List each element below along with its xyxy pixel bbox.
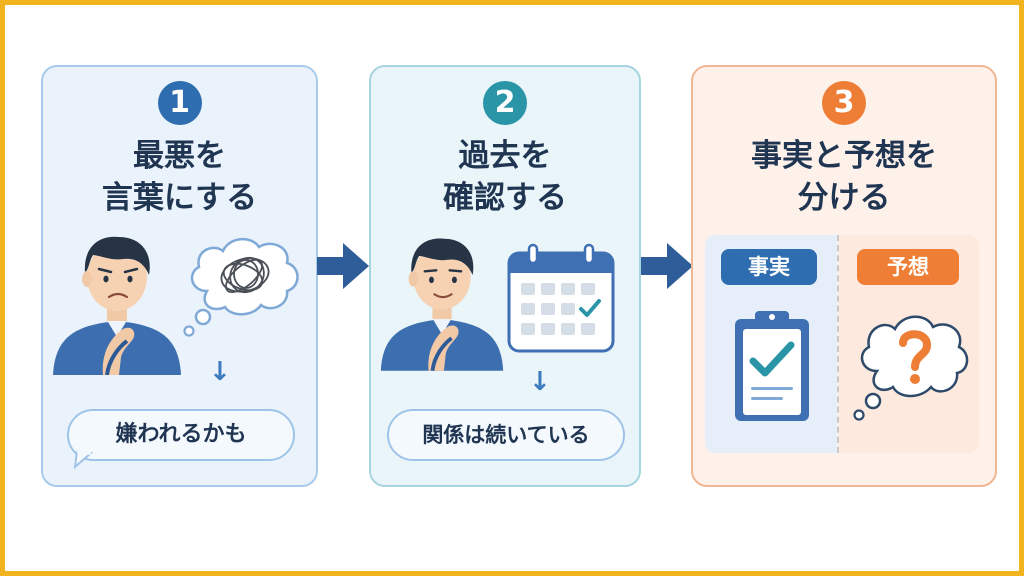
step-number-3: 3 (822, 81, 866, 125)
step-title-1-line1: 最悪を (133, 138, 226, 174)
down-arrow-icon: ↓ (209, 357, 231, 387)
down-arrow-icon: ↓ (529, 367, 551, 397)
fact-panel: 事実 (705, 235, 837, 453)
clipboard-check-icon (735, 311, 809, 421)
worried-person-icon (53, 236, 181, 375)
step-card-1: 1 最悪を 言葉にする (41, 65, 318, 487)
step-title-2-line2: 確認する (443, 180, 567, 216)
step-title-3: 事実と予想を 分ける (693, 135, 995, 219)
step-result-1: 嫌われるかも (67, 409, 295, 461)
step-title-1: 最悪を 言葉にする (43, 135, 316, 219)
tangled-thought-bubble-icon (183, 238, 299, 337)
panel-divider (837, 235, 839, 453)
step-title-3-line1: 事実と予想を (751, 138, 937, 174)
step-number-1: 1 (157, 81, 202, 125)
step-result-2: 関係は続いている (387, 409, 625, 461)
step-title-2-line1: 過去を (458, 138, 552, 174)
step-title-3-line2: 分ける (797, 180, 891, 216)
guess-panel: 予想 (839, 235, 979, 453)
flow-arrow-icon (317, 243, 369, 289)
step-number-2: 2 (483, 81, 527, 125)
step-title-2: 過去を 確認する (371, 135, 639, 219)
thinking-person-icon (380, 238, 504, 372)
step-title-1-line2: 言葉にする (101, 180, 258, 216)
guess-tag: 予想 (857, 249, 959, 285)
question-thought-bubble-icon (853, 315, 969, 421)
flow-arrow-icon (641, 243, 693, 289)
speech-tail-icon (73, 451, 94, 469)
fact-tag: 事実 (721, 249, 817, 285)
step-card-2: 2 過去を 確認する (369, 65, 641, 487)
calendar-check-icon (507, 243, 615, 353)
step-card-3: 3 事実と予想を 分ける 事実 予想 (691, 65, 997, 487)
